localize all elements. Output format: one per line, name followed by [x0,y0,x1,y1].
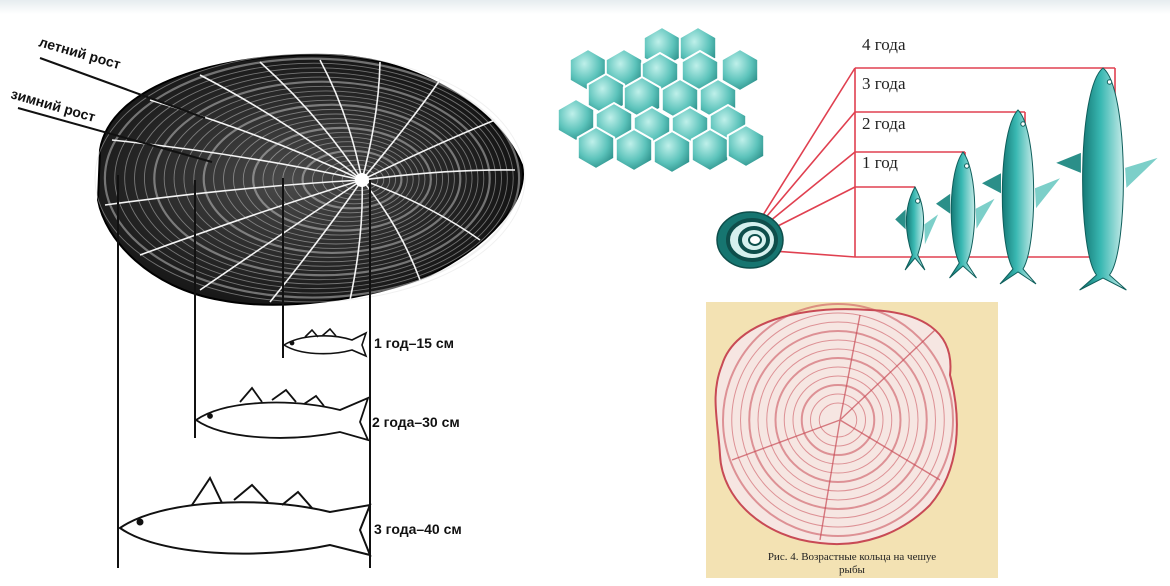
scale-hexagon-cluster [558,27,764,173]
age-label-3-years: 3 года–40 см [374,521,462,537]
fish-1-year [284,329,366,356]
scale-hexagon [616,129,652,171]
fish-scale-illustration [95,54,525,305]
scale-hexagon [654,131,690,173]
age-label-4-years: 4 года [862,35,906,54]
figure-caption-line-1: Рис. 4. Возрастные кольца на чешуе [768,551,936,563]
fish-3-years [120,478,370,555]
age-label-3-years-right: 3 года [862,74,906,93]
small-ringed-scale [717,212,783,268]
age-label-2-years-right: 2 года [862,114,906,133]
scale-photo: Рис. 4. Возрастные кольца на чешуе рыбы [706,302,998,578]
figure-caption-line-2: рыбы [839,564,865,576]
scale-hexagon [578,127,614,169]
winter-growth-label: зимний рост [9,86,97,125]
teal-fish-3-years [982,110,1060,284]
age-label-1-year: 1 год–15 см [374,335,454,351]
teal-fish-2-years [936,152,995,278]
scale-focus [355,173,369,187]
scale-hexagon [728,125,764,167]
age-label-2-years: 2 года–30 см [372,414,460,430]
age-label-1-year-right: 1 год [862,153,898,172]
summer-growth-label: летний рост [37,34,123,73]
fish-2-years [196,388,368,440]
scale-hexagon [692,129,728,171]
